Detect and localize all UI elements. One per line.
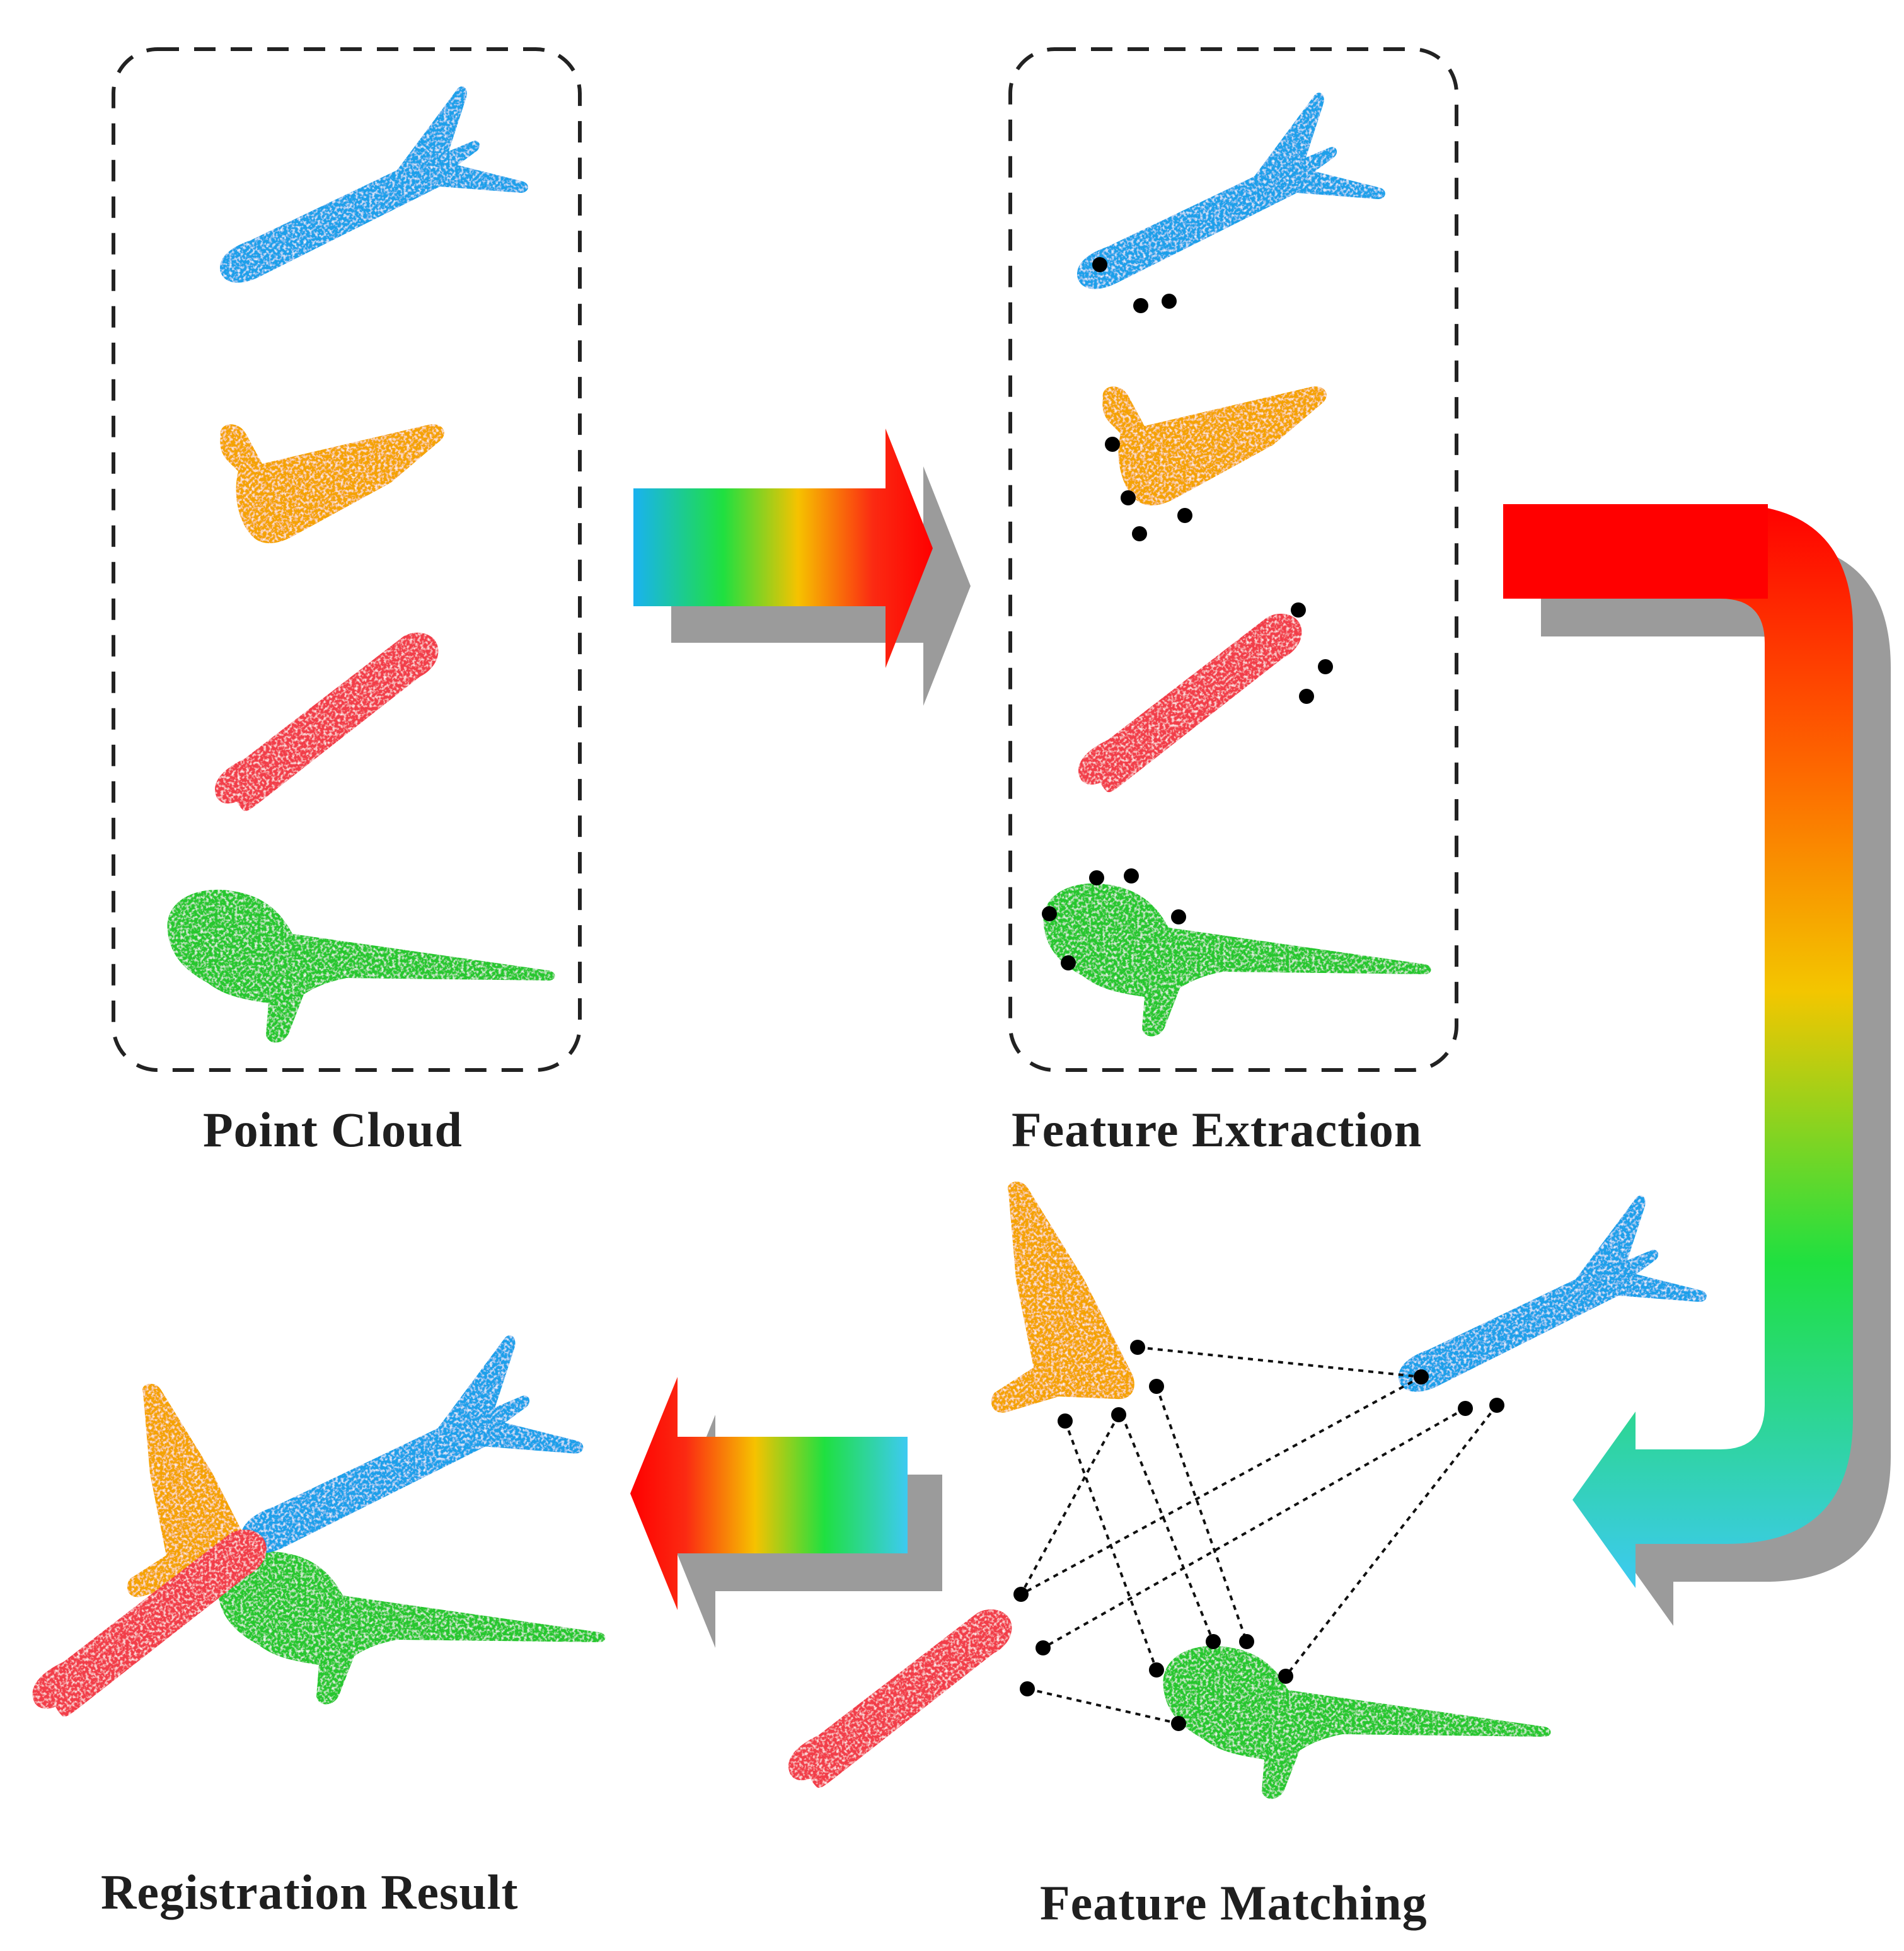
green-airplane-icon [1163,1645,1551,1799]
point-cloud-caption: Point Cloud [203,1102,463,1157]
blue-airplane-icon [220,86,528,283]
gradient-curved-arrow-icon [1503,504,1891,1626]
orange-airplane-icon [991,1182,1134,1413]
registration-result-caption: Registration Result [101,1865,519,1919]
blue-airplane-icon [1077,93,1385,289]
gradient-arrow-icon [633,429,971,706]
feature-extraction-caption: Feature Extraction [1012,1102,1422,1157]
feature-extraction-panel [1008,47,1458,1072]
keypoint-dot-icon [1013,1340,1504,1731]
registration-result-airplanes [32,1335,606,1717]
feature-extraction-airplanes [1043,93,1431,1037]
blue-airplane-icon [241,1335,584,1554]
red-airplane-icon [215,632,439,812]
red-airplane-icon [788,1609,1012,1788]
green-airplane-icon [217,1551,606,1705]
red-airplane-icon [1078,613,1302,793]
blue-airplane-icon [1399,1195,1707,1392]
green-airplane-icon [167,889,555,1043]
match-lines [1020,1346,1498,1725]
orange-airplane-icon [220,424,444,543]
keypoint-dot-icon [1042,257,1333,970]
gradient-arrow-icon [630,1377,942,1648]
point-cloud-airplanes [167,86,555,1043]
feature-matching-caption: Feature Matching [1040,1875,1428,1930]
orange-airplane-icon [1102,386,1327,505]
green-airplane-icon [1043,883,1431,1037]
point-cloud-panel [112,47,582,1072]
